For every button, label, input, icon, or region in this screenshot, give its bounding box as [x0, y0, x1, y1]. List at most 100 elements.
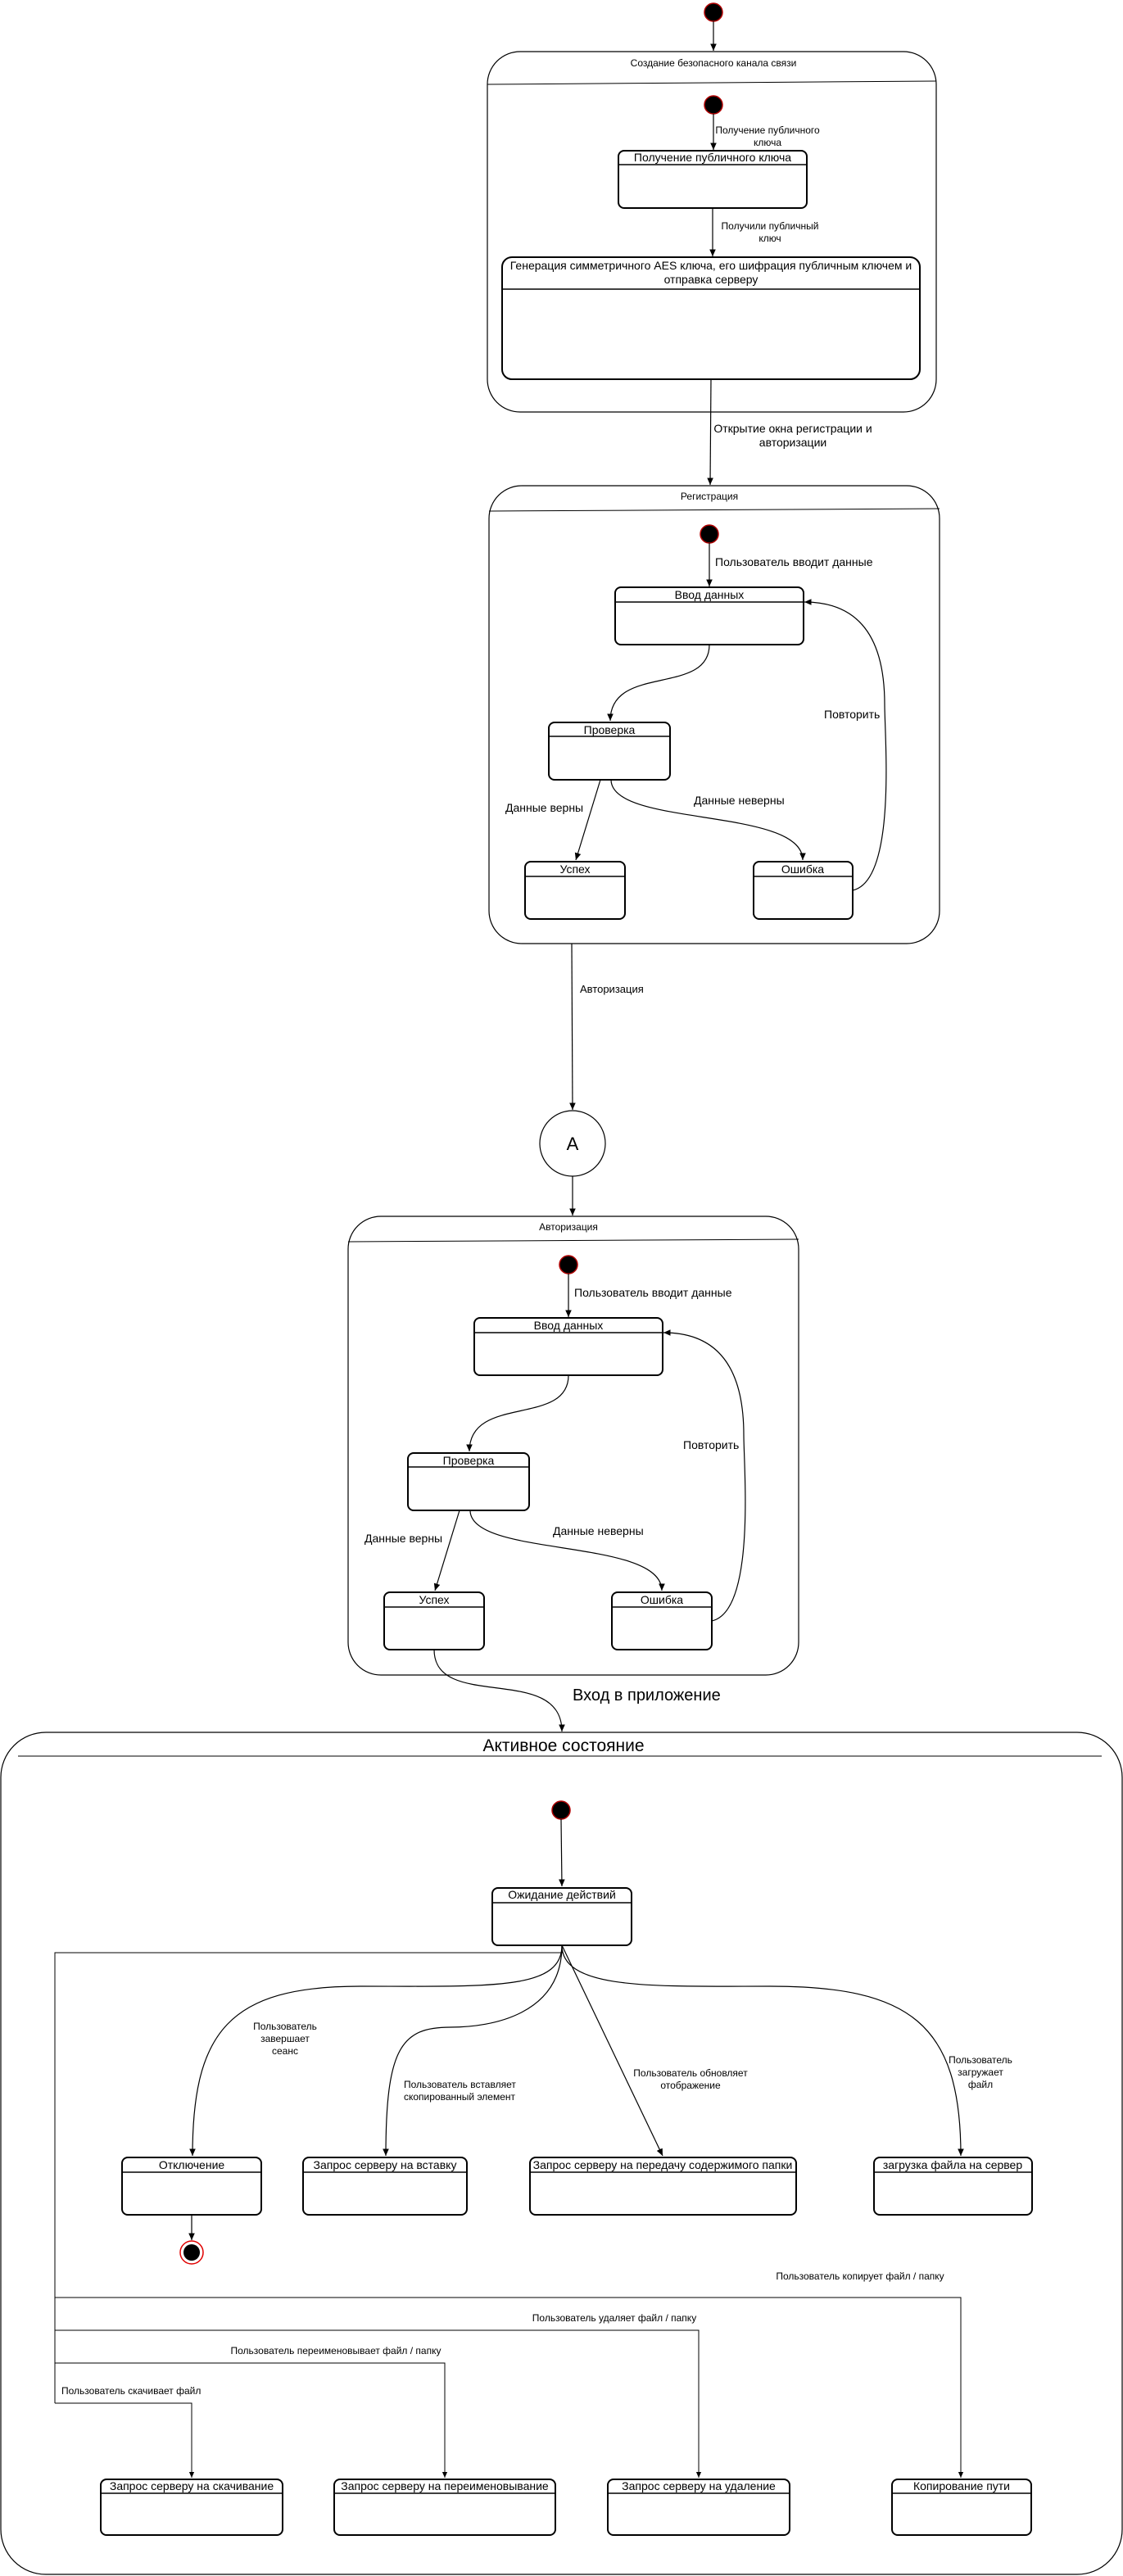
transition-label-correct-auth: Данные верны: [365, 1532, 442, 1545]
diagram-initial-node: [704, 2, 723, 22]
state-delete-request-label: Запрос серверу на удаление: [622, 2479, 776, 2492]
transition-arrow: [569, 943, 576, 1111]
state-download-request: Запрос серверу на скачивание: [100, 2479, 283, 2536]
connector-label: A: [567, 1134, 579, 1154]
transition-label-got-key-2: ключ: [758, 233, 781, 244]
composite-title-active: Активное состояние: [482, 1736, 644, 1755]
state-paste-request-label: Запрос серверу на вставку: [314, 2158, 457, 2171]
state-waiting-actions: Ожидание действий: [491, 1887, 632, 1946]
state-registration-check-label: Проверка: [584, 723, 636, 736]
initial-node-secure-channel: [704, 95, 723, 115]
state-copy-path: Копирование пути: [891, 2479, 1032, 2536]
transition-label-get-key-2: ключа: [754, 137, 781, 148]
transition-label-open-window-2: авторизации: [759, 436, 826, 449]
composite-title-authorization: Авторизация: [539, 1221, 598, 1233]
transition-arrow: [610, 779, 806, 861]
transition-arrow: [663, 1329, 746, 1622]
state-rename-request: Запрос серверу на переименовывание: [333, 2479, 556, 2536]
transition-arrow: [574, 779, 601, 861]
transition-label-repeat: Повторить: [824, 708, 880, 721]
state-registration-error: Ошибка: [753, 861, 854, 920]
transition-label-authorization: Авторизация: [580, 983, 644, 995]
state-waiting-actions-label: Ожидание действий: [508, 1888, 616, 1901]
composite-title-registration: Регистрация: [681, 491, 738, 502]
transition-arrow: [55, 2402, 195, 2478]
transition-label-user-enters-auth: Пользователь вводит данные: [574, 1286, 732, 1299]
final-node-active: [179, 2240, 204, 2265]
transition-label-got-key-1: Получили публичный: [722, 220, 819, 232]
composite-title-secure-channel: Создание безопасного канала связи: [631, 57, 797, 69]
transition-line: [54, 1945, 563, 2403]
transition-arrow: [559, 1818, 565, 1887]
composite-state-authorization: Авторизация: [347, 1216, 799, 1676]
transition-arrow: [189, 1944, 563, 2157]
state-authorization-input-label: Ввод данных: [534, 1319, 604, 1332]
transition-arrow: [561, 1944, 964, 2157]
initial-node-authorization: [559, 1255, 578, 1274]
transition-label-end-session-2: завершает: [260, 2033, 310, 2044]
state-download-request-label: Запрос серверу на скачивание: [110, 2479, 274, 2492]
state-get-public-key: Получение публичного ключа: [618, 150, 808, 209]
state-registration-error-label: Ошибка: [781, 862, 824, 876]
transition-arrow: [433, 1649, 565, 1732]
state-authorization-check-label: Проверка: [443, 1454, 495, 1467]
state-copy-path-label: Копирование пути: [913, 2479, 1010, 2492]
connector-node: A: [539, 1110, 606, 1177]
state-registration-success-label: Успех: [559, 862, 590, 876]
transition-arrow: [561, 1944, 663, 2157]
state-get-public-key-label: Получение публичного ключа: [634, 151, 791, 164]
state-registration-input-label: Ввод данных: [675, 588, 745, 601]
transition-label-refresh-1: Пользователь обновляет: [633, 2067, 748, 2079]
state-authorization-success-label: Успех: [419, 1593, 449, 1606]
state-folder-contents-request-label: Запрос серверу на передачу содержимого п…: [533, 2158, 793, 2171]
transition-label-enter-app: Вход в приложение: [573, 1686, 721, 1705]
state-upload-file: загрузка файла на сервер: [873, 2157, 1033, 2216]
transition-label-repeat-auth: Повторить: [683, 1438, 739, 1451]
transition-label-incorrect: Данные неверны: [694, 794, 785, 807]
transition-arrow: [433, 1510, 460, 1591]
transition-arrow: [55, 2329, 702, 2478]
state-authorization-check: Проверка: [407, 1452, 530, 1511]
state-authorization-error: Ошибка: [611, 1591, 713, 1650]
transition-label-user-enters: Пользователь вводит данные: [715, 555, 873, 568]
state-generate-aes-key-label-2: отправка серверу: [664, 273, 758, 286]
transition-label-delete: Пользователь удаляет файл / папку: [532, 2312, 696, 2324]
transition-arrow: [55, 2362, 448, 2478]
transition-label-incorrect-auth: Данные неверны: [553, 1524, 644, 1537]
state-registration-check: Проверка: [548, 722, 671, 781]
state-authorization-error-label: Ошибка: [641, 1593, 683, 1606]
transition-label-end-session-3: сеанс: [272, 2045, 298, 2057]
state-paste-request: Запрос серверу на вставку: [302, 2157, 468, 2216]
state-generate-aes-key: Генерация симметричного AES ключа, его ш…: [501, 256, 921, 380]
transition-arrow: [469, 1510, 665, 1591]
transition-label-download: Пользователь скачивает файл: [61, 2385, 201, 2397]
transition-arrow: [607, 644, 710, 722]
composite-state-secure-channel: Создание безопасного канала связи: [487, 51, 937, 413]
transition-arrow: [466, 1374, 569, 1452]
initial-node-active: [551, 1800, 571, 1820]
state-delete-request: Запрос серверу на удаление: [607, 2479, 790, 2536]
transition-arrow: [804, 599, 887, 891]
state-disconnect: Отключение: [121, 2157, 262, 2216]
state-folder-contents-request: Запрос серверу на передачу содержимого п…: [529, 2157, 797, 2216]
transition-label-refresh-2: отображение: [660, 2080, 721, 2091]
composite-state-registration: Регистрация: [488, 485, 940, 944]
transition-label-correct: Данные верны: [505, 801, 583, 814]
transition-label-paste-2: скопированный элемент: [404, 2091, 516, 2103]
state-authorization-success: Успех: [383, 1591, 485, 1650]
state-registration-input: Ввод данных: [614, 586, 804, 645]
transition-label-paste-1: Пользователь вставляет: [404, 2079, 516, 2090]
state-disconnect-label: Отключение: [159, 2158, 225, 2171]
state-generate-aes-key-label-1: Генерация симметричного AES ключа, его ш…: [510, 259, 912, 272]
transition-label-copy: Пользователь копирует файл / папку: [776, 2270, 944, 2282]
state-upload-file-label: загрузка файла на сервер: [883, 2158, 1022, 2171]
state-authorization-input: Ввод данных: [473, 1317, 663, 1376]
transition-label-get-key-1: Получение публичного: [715, 124, 820, 136]
transition-arrow: [383, 1944, 563, 2157]
transition-label-open-window-1: Открытие окна регистрации и: [713, 422, 872, 435]
state-registration-success: Успех: [524, 861, 626, 920]
composite-state-active: Активное состояние: [0, 1732, 1123, 2575]
initial-node-registration: [700, 524, 719, 544]
transition-arrow: [55, 2297, 964, 2478]
